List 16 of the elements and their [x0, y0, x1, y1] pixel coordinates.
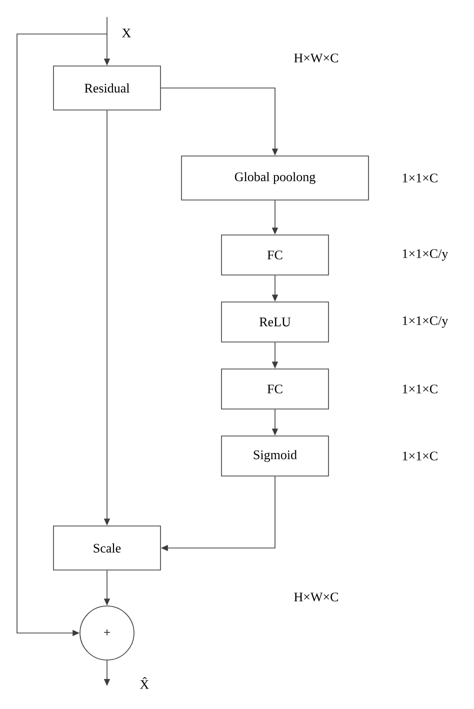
dimension-label: 1×1×C/y: [402, 316, 448, 328]
dimension-label: 1×1×C/y: [402, 249, 448, 261]
dimension-label: 1×1×C: [402, 384, 438, 394]
process-box: FC: [221, 368, 329, 410]
output-label: X̂: [140, 677, 149, 689]
input-label: X: [122, 28, 131, 38]
process-box: ReLU: [221, 302, 329, 342]
process-box: Global poolong: [181, 156, 369, 200]
dimension-label: H×W×C: [294, 54, 338, 62]
dimension-label: H×W×C: [294, 592, 338, 602]
process-box: Sigmoid: [221, 436, 329, 476]
dimension-label: 1×1×C: [402, 174, 438, 182]
process-box: FC: [221, 234, 329, 276]
process-box: Scale: [53, 526, 161, 570]
process-box: Residual: [53, 66, 161, 110]
dimension-label: 1×1×C: [402, 452, 438, 460]
